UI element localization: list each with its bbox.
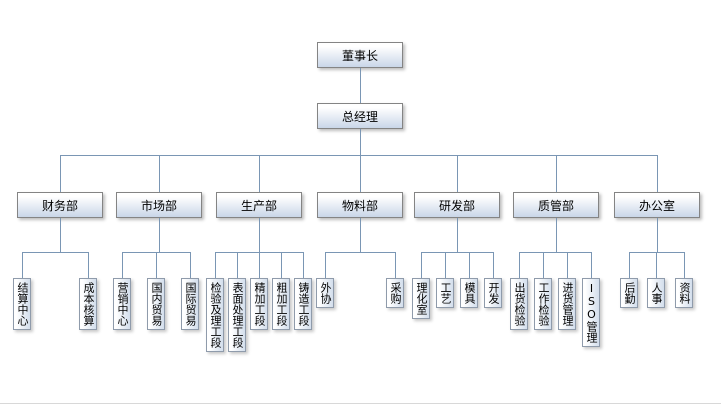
connector-line — [159, 218, 160, 252]
org-leaf: 检验及理工段 — [206, 278, 224, 352]
connector-line — [360, 68, 361, 103]
org-leaf: 外协 — [316, 278, 334, 308]
connector-line — [591, 252, 592, 278]
org-leaf: 资料 — [675, 278, 693, 308]
connector-line — [457, 155, 458, 192]
org-leaf: 国际贸易 — [181, 278, 199, 330]
org-leaf: 人事 — [647, 278, 665, 308]
connector-line — [629, 252, 630, 278]
connector-line — [656, 252, 657, 278]
connector-line — [325, 252, 326, 278]
connector-line — [159, 155, 160, 192]
connector-line — [60, 218, 61, 252]
org-node-dept-finance: 财务部 — [17, 192, 103, 218]
org-leaf: 进货管理 — [558, 278, 576, 330]
connector-line — [122, 252, 123, 278]
org-leaf: 国内贸易 — [147, 278, 165, 330]
connector-line — [519, 252, 520, 278]
org-leaf: 工作检验 — [534, 278, 552, 330]
org-leaf: 理化室 — [412, 278, 430, 319]
org-leaf: 工艺 — [436, 278, 454, 308]
org-leaf: 铸造工段 — [294, 278, 312, 330]
connector-line — [259, 155, 260, 192]
connector-line — [395, 252, 396, 278]
connector-line — [567, 252, 568, 278]
org-node-chairman: 董事长 — [317, 42, 403, 68]
connector-line — [60, 155, 61, 192]
connector-line — [156, 252, 157, 278]
connector-line — [190, 252, 191, 278]
connector-line — [445, 252, 446, 278]
org-leaf: 精加工段 — [250, 278, 268, 330]
connector-line — [88, 252, 89, 278]
connector-line — [259, 252, 260, 278]
org-leaf: 成本核算 — [79, 278, 97, 330]
org-leaf: 出货检验 — [510, 278, 528, 330]
connector-line — [215, 252, 216, 278]
connector-line — [493, 252, 494, 278]
connector-line — [325, 252, 395, 253]
connector-line — [543, 252, 544, 278]
org-leaf: 模具 — [460, 278, 478, 308]
connector-line — [421, 252, 493, 253]
org-leaf: 开发 — [484, 278, 502, 308]
org-node-dept-rnd: 研发部 — [414, 192, 500, 218]
org-node-dept-marketing: 市场部 — [116, 192, 202, 218]
org-leaf: 营销中心 — [113, 278, 131, 330]
connector-line — [556, 218, 557, 252]
connector-line — [281, 252, 282, 278]
connector-line — [22, 252, 88, 253]
org-node-dept-office: 办公室 — [614, 192, 700, 218]
connector-line — [360, 155, 361, 192]
connector-line — [684, 252, 685, 278]
connector-line — [237, 252, 238, 278]
connector-line — [259, 218, 260, 252]
connector-line — [469, 252, 470, 278]
connector-line — [22, 252, 23, 278]
org-leaf: 表面处理工段 — [228, 278, 246, 352]
org-node-dept-production: 生产部 — [216, 192, 302, 218]
connector-line — [457, 218, 458, 252]
org-leaf: 采购 — [386, 278, 404, 308]
connector-line — [657, 218, 658, 252]
org-leaf: 结算中心 — [13, 278, 31, 330]
connector-line — [360, 218, 361, 252]
org-node-general-manager: 总经理 — [317, 103, 403, 129]
connector-line — [657, 155, 658, 192]
connector-line — [303, 252, 304, 278]
connector-line — [60, 155, 657, 156]
connector-line — [519, 252, 591, 253]
org-node-dept-quality: 质管部 — [513, 192, 599, 218]
connector-line — [556, 155, 557, 192]
org-leaf: ISO管理 — [582, 278, 600, 347]
org-leaf: 粗加工段 — [272, 278, 290, 330]
org-node-dept-materials: 物料部 — [317, 192, 403, 218]
connector-line — [360, 129, 361, 155]
connector-line — [421, 252, 422, 278]
org-leaf: 后勤 — [620, 278, 638, 308]
